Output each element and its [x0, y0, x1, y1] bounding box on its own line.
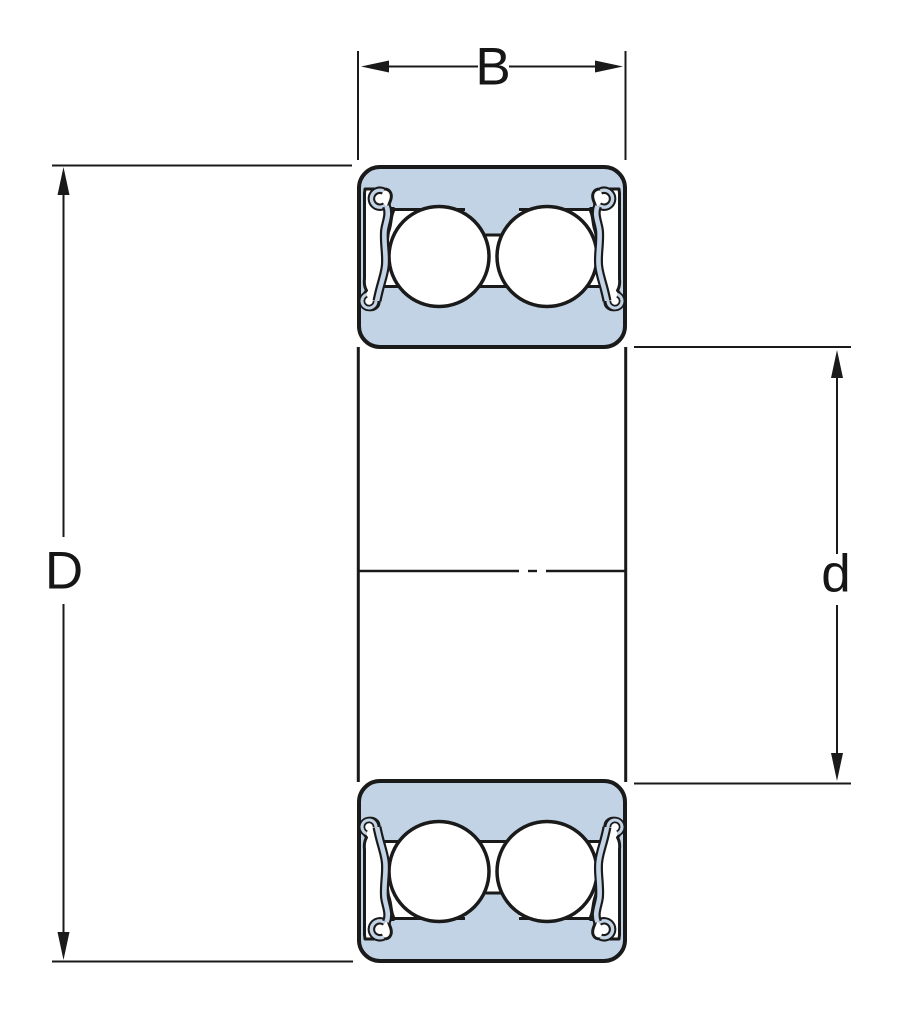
bore-lines [356, 347, 628, 782]
dimension-label-width-b: B [475, 37, 511, 97]
d-bore-arrowhead-up-icon [831, 350, 843, 378]
dimension-label-bore-d: d [821, 544, 851, 604]
dim-outer-diameter-d [52, 164, 353, 963]
b-arrowhead-left-icon [361, 60, 389, 73]
d-outer-arrowhead-up-icon [57, 167, 70, 195]
dim-width-b [357, 51, 627, 160]
bearing-bottom-section [359, 781, 625, 961]
b-arrowhead-right-icon [595, 60, 623, 73]
d-bore-arrowhead-down-icon [831, 753, 843, 781]
dimension-label-outer-diameter-d: D [44, 541, 84, 601]
dim-bore-d [634, 346, 851, 785]
bearing-top-section [359, 167, 625, 347]
d-outer-arrowhead-down-icon [57, 932, 70, 960]
